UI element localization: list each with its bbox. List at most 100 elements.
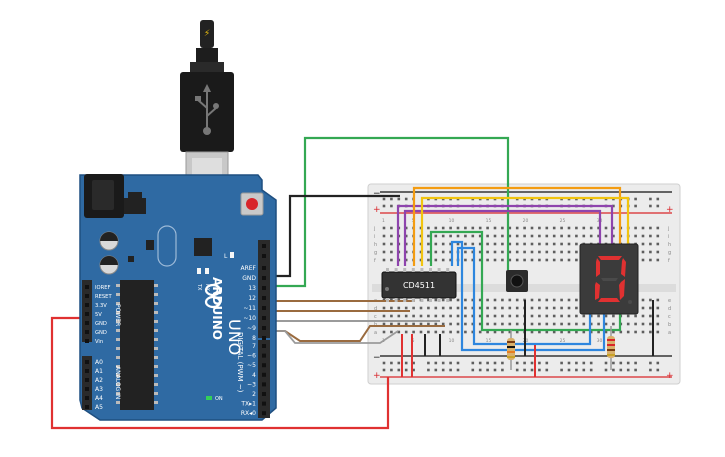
header-hole[interactable]	[85, 369, 89, 373]
push-button[interactable]	[506, 270, 528, 292]
header-hole[interactable]	[85, 321, 89, 325]
header-hole[interactable]	[262, 411, 266, 416]
breadboard-hole	[508, 234, 512, 238]
header-hole[interactable]	[262, 344, 266, 348]
breadboard-hole	[471, 330, 475, 334]
wire-black-gnd[interactable]	[265, 194, 400, 278]
header-hole[interactable]	[262, 244, 266, 248]
header-hole[interactable]	[85, 360, 89, 364]
usb-cable[interactable]: ⚡	[180, 20, 234, 207]
breadboard-hole	[427, 242, 430, 246]
digital-header-bottom[interactable]	[258, 340, 270, 418]
atmega-pin	[116, 392, 120, 395]
resistor-2[interactable]	[607, 326, 615, 370]
arduino-board[interactable]: TX RX L ARDUINO UNO ON DIGITAL (PWM ~) P…	[79, 174, 277, 421]
header-hole[interactable]	[262, 286, 266, 290]
reset-button-cap[interactable]	[246, 198, 258, 210]
header-hole[interactable]	[262, 353, 266, 358]
header-hole[interactable]	[85, 330, 89, 334]
rail-hole	[441, 361, 445, 365]
wire-blue-seg2[interactable]	[456, 246, 592, 346]
rail-hole	[390, 204, 393, 208]
breadboard-hole	[575, 258, 578, 262]
header-hole[interactable]	[85, 339, 89, 343]
power-pin-label: IOREF	[95, 285, 110, 291]
power-pin-label: RESET	[95, 294, 112, 300]
header-hole[interactable]	[262, 392, 266, 396]
breadboard-hole	[649, 242, 652, 246]
breadboard-hole	[478, 234, 482, 238]
header-hole[interactable]	[262, 316, 266, 320]
header-hole[interactable]	[262, 266, 266, 270]
row-letter: i	[374, 234, 375, 240]
breadboard-hole	[412, 306, 415, 310]
left-pin-holes	[85, 285, 89, 409]
rail-hole	[523, 368, 526, 372]
breadboard-hole	[589, 226, 593, 230]
header-hole[interactable]	[85, 405, 89, 409]
breadboard-hole	[493, 250, 497, 254]
wire-blue-seg[interactable]	[450, 240, 606, 352]
rail-hole	[604, 368, 608, 372]
header-hole[interactable]	[262, 336, 266, 340]
header-hole[interactable]	[85, 378, 89, 382]
wire-orange-seg[interactable]	[412, 186, 622, 266]
header-hole[interactable]	[85, 294, 89, 298]
rail-hole	[604, 361, 608, 365]
breadboard-hole	[508, 258, 512, 262]
header-hole[interactable]	[262, 296, 266, 300]
digit-zero-glyph	[595, 256, 632, 304]
breadboard-hole	[515, 298, 519, 302]
header-hole[interactable]	[262, 276, 266, 280]
breadboard-hole	[382, 322, 386, 326]
breadboard-hole	[464, 250, 467, 254]
wire-green-pin13[interactable]	[265, 136, 510, 288]
digital-pin-label: GND	[242, 275, 256, 282]
header-hole[interactable]	[262, 254, 266, 258]
header-hole[interactable]	[85, 387, 89, 391]
wire-yellow-seg[interactable]	[420, 196, 630, 266]
header-hole[interactable]	[262, 372, 266, 377]
breadboard-hole	[641, 250, 645, 254]
header-hole[interactable]	[262, 363, 266, 368]
header-hole[interactable]	[262, 382, 266, 387]
rail-hole	[612, 204, 615, 208]
breadboard-hole	[515, 314, 519, 318]
wire-purple-seg2[interactable]	[403, 209, 602, 266]
wire-gray-pin8[interactable]	[265, 330, 399, 344]
wire-green-seg[interactable]	[429, 230, 622, 332]
breadboard-hole	[612, 226, 615, 230]
breadboard-hole	[508, 330, 512, 334]
decoder-chip[interactable]: CD4511	[381, 268, 457, 302]
header-hole[interactable]	[262, 306, 266, 310]
header-hole[interactable]	[262, 326, 266, 330]
analog-header[interactable]	[82, 356, 92, 410]
header-hole[interactable]	[85, 285, 89, 289]
breadboard-hole	[545, 250, 549, 254]
breadboard-hole	[464, 298, 467, 302]
header-hole[interactable]	[85, 303, 89, 307]
breadboard-hole	[501, 330, 504, 334]
breadboard-hole	[501, 298, 504, 302]
breadboard-hole	[582, 234, 586, 238]
breadboard-hole	[530, 322, 534, 326]
power-header[interactable]	[82, 280, 92, 342]
breadboard-hole	[515, 226, 519, 230]
wires[interactable]	[50, 136, 654, 430]
seven-segment-display[interactable]: 0	[579, 243, 639, 315]
header-hole[interactable]	[85, 312, 89, 316]
rail-hole	[382, 204, 386, 208]
rail-hole	[441, 368, 445, 372]
breadboard-hole	[493, 322, 497, 326]
header-hole[interactable]	[85, 396, 89, 400]
breadboard-hole	[404, 322, 408, 326]
resistor-1[interactable]	[507, 330, 515, 370]
wire-purple-seg[interactable]	[396, 204, 614, 266]
breadboard-hole	[567, 226, 571, 230]
header-hole[interactable]	[262, 401, 266, 406]
breadboard-hole	[538, 234, 541, 238]
crystal	[157, 225, 177, 267]
wire-red-5v[interactable]	[50, 316, 390, 430]
rail-hole	[649, 368, 652, 372]
